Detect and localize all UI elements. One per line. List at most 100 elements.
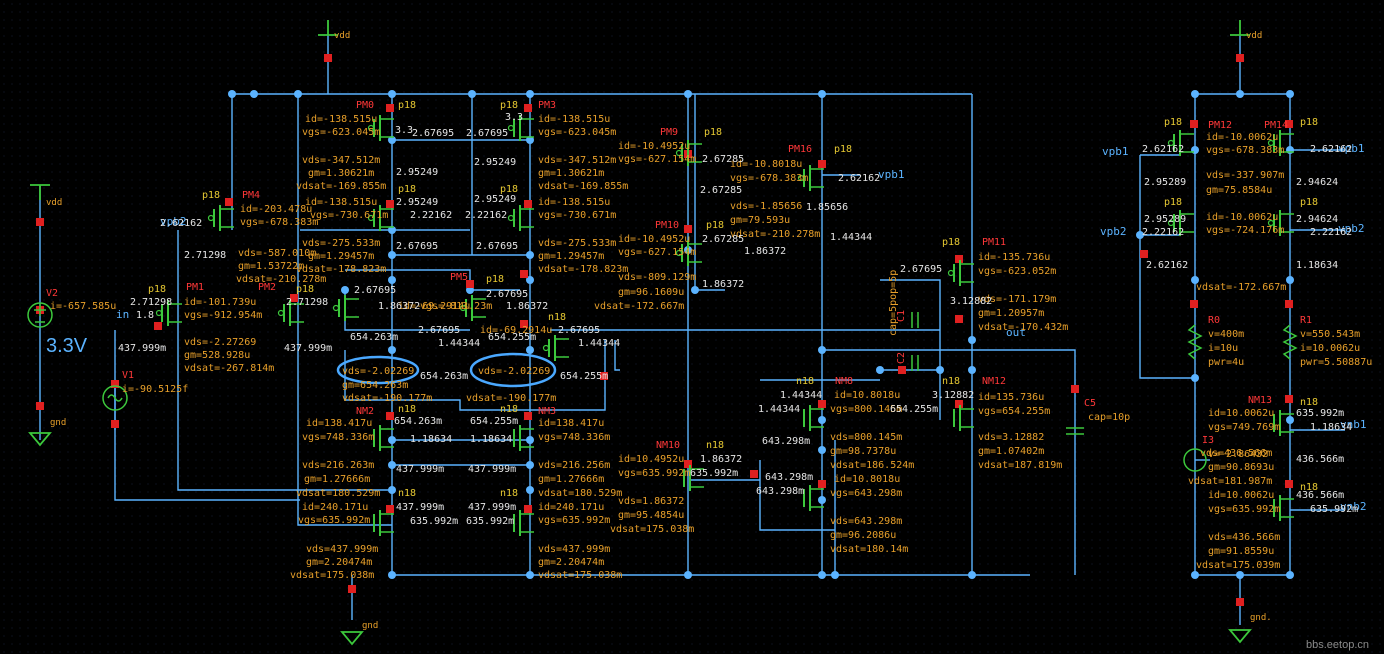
- nmb-vdsat: vdsat=175.038m: [290, 570, 374, 581]
- node-2.95249: 2.95249: [396, 197, 438, 208]
- nm10-vgs: vgs=635.992m: [618, 468, 690, 479]
- pm5b-vds: vds=-275.533m: [538, 238, 616, 249]
- r0-pwr: pwr=4u: [1208, 357, 1244, 368]
- vdd-label-right: vdd: [1246, 31, 1262, 41]
- in-pin-label: in: [116, 308, 129, 321]
- nm8-id: id=10.8018u: [834, 390, 900, 401]
- pm11-gm: gm=1.20957m: [978, 308, 1044, 319]
- node-2.95249: 2.95249: [474, 157, 516, 168]
- node-635.992m: 635.992m: [690, 468, 738, 479]
- nm2-vgs: vgs=748.336m: [302, 432, 374, 443]
- node-1.86372: 1.86372: [378, 301, 420, 312]
- node-2.67285: 2.67285: [700, 185, 742, 196]
- nm13b-id: id=10.0062u: [1208, 490, 1274, 501]
- node-2.67695: 2.67695: [354, 285, 396, 296]
- node-437.999m: 437.999m: [118, 343, 166, 354]
- pm4-vds: vds=-587.010m: [238, 248, 316, 259]
- node-2.67695: 2.67695: [418, 325, 460, 336]
- nm12-gm: gm=1.07402m: [978, 446, 1044, 457]
- node-1.18634: 1.18634: [1296, 260, 1338, 271]
- dev-pm12: PM12: [1208, 120, 1232, 131]
- pm10-vgs: vgs=-627.154m: [618, 247, 696, 258]
- node-654.255m: 654.255m: [890, 404, 938, 415]
- node-2.62162: 2.62162: [1142, 144, 1184, 155]
- nm13b-vgs: vgs=635.992m: [1208, 504, 1280, 515]
- model-p18: p18: [1164, 117, 1182, 128]
- node-437.999m: 437.999m: [468, 464, 516, 475]
- node-635.992m: 635.992m: [1310, 504, 1358, 515]
- pm3-vgs: vgs=-623.045m: [538, 127, 616, 138]
- pm2b-vds: vds=-2.02269: [478, 366, 550, 377]
- node-654.255m: 654.255m: [470, 416, 518, 427]
- dev-pm4: PM4: [242, 190, 260, 201]
- nm8-vds: vds=800.145m: [830, 432, 902, 443]
- nm3-vgs: vgs=748.336m: [538, 432, 610, 443]
- vpb1-label: vpb1: [878, 168, 905, 181]
- pm3-id: id=-138.515u: [538, 114, 610, 125]
- node-2.62162: 2.62162: [1310, 144, 1352, 155]
- node-635.992m: 635.992m: [1296, 408, 1344, 419]
- nm13-vds: vds=436.566m: [1200, 448, 1272, 459]
- pm10-vds: vds=-809.129m: [618, 272, 696, 283]
- node-1.44344: 1.44344: [758, 404, 800, 415]
- pm4-gm: gm=1.53722m: [238, 261, 304, 272]
- vpb1-label-out: vpb1: [1338, 142, 1365, 155]
- dev-r0: R0: [1208, 315, 1220, 326]
- node-2.22162: 2.22162: [1142, 227, 1184, 238]
- model-n18: n18: [500, 404, 518, 415]
- node-3.12882: 3.12882: [932, 390, 974, 401]
- node-1.44344: 1.44344: [578, 338, 620, 349]
- passives: [911, 312, 1298, 435]
- node-1.44344: 1.44344: [780, 390, 822, 401]
- pm16-gm: gm=79.593u: [730, 215, 790, 226]
- dev-pm10: PM10: [655, 220, 679, 231]
- model-p18: p18: [1164, 197, 1182, 208]
- node-1.86372: 1.86372: [700, 454, 742, 465]
- node-3v3: 3.3: [395, 125, 413, 136]
- model-p18: p18: [296, 284, 314, 295]
- node-2.67695: 2.67695: [396, 241, 438, 252]
- pm0-vds: vds=-347.512m: [302, 155, 380, 166]
- rb-vds: vds=-337.907m: [1206, 170, 1284, 181]
- nm3-vdsat: vdsat=180.529m: [538, 488, 622, 499]
- nmb2-gm: gm=2.20474m: [538, 557, 604, 568]
- pm1-vds: vds=-2.27269: [184, 337, 256, 348]
- rb-vgs1: vgs=-678.383m: [1206, 145, 1284, 156]
- nm12-vgs: vgs=654.255m: [978, 406, 1050, 417]
- vpb2-label-right: vpb2: [1100, 225, 1127, 238]
- gnd-label: gnd: [362, 621, 378, 631]
- model-p18: p18: [834, 144, 852, 155]
- node-654.255m: 654.255m: [560, 371, 608, 382]
- dev-c1: C1: [896, 310, 907, 322]
- node-436.566m: 436.566m: [1296, 490, 1344, 501]
- pm2-id: id=-69.2914u: [398, 301, 470, 312]
- i3-voltage: v=-2.86432: [1208, 449, 1268, 460]
- pm10-vdsat: vdsat=-172.667m: [594, 301, 684, 312]
- text-layer: vdd vdd vdd gnd gnd gnd. 3.3V in out vpb…: [46, 31, 1372, 651]
- r1-pwr: pwr=5.50887u: [1300, 357, 1372, 368]
- node-1.44344: 1.44344: [438, 338, 480, 349]
- r1-i: i=10.0062u: [1300, 343, 1360, 354]
- rb-vdsat: vdsat=-172.667m: [1196, 282, 1286, 293]
- pm16-id: id=-10.8018u: [730, 159, 802, 170]
- pm4-vgs: vgs=-678.383m: [240, 217, 318, 228]
- nm13-gm: gm=90.8693u: [1208, 462, 1274, 473]
- model-n18: n18: [1300, 397, 1318, 408]
- nm8-vgs: vgs=800.145m: [830, 404, 902, 415]
- pm5-vds: vds=-275.533m: [302, 238, 380, 249]
- pm4-vdsat: vdsat=-210.278m: [236, 274, 326, 285]
- node-654.263m: 654.263m: [394, 416, 442, 427]
- dev-nm10: NM10: [656, 440, 680, 451]
- pm5b-vdsat: vdsat=-178.823m: [538, 264, 628, 275]
- pm2-vgs: vgs=-813.23m: [420, 301, 492, 312]
- pm5-gm: gm=1.29457m: [308, 251, 374, 262]
- nmb-vds: vds=437.999m: [306, 544, 378, 555]
- node-1.18634: 1.18634: [410, 434, 452, 445]
- pm0-vgs: vgs=-623.045m: [302, 127, 380, 138]
- nm12-vds: vds=3.12882: [978, 432, 1044, 443]
- model-p18: p18: [1300, 117, 1318, 128]
- nm8b-vdsat: vdsat=180.14m: [830, 544, 908, 555]
- nm3-vds: vds=216.256m: [538, 460, 610, 471]
